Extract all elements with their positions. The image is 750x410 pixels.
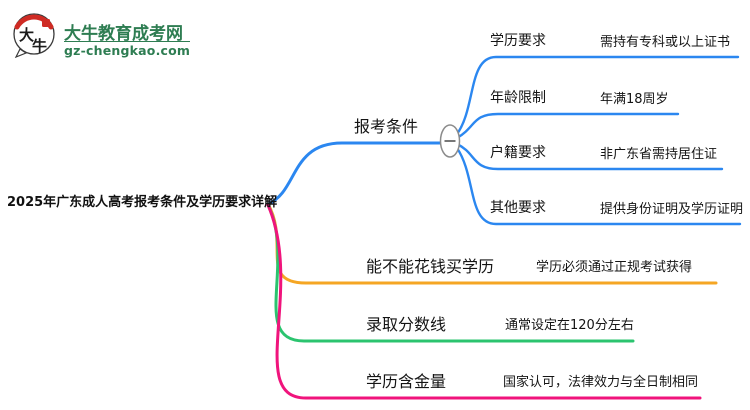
logo-seal (42, 19, 50, 27)
child-label-nianling-xianzhi: 年龄限制 (490, 90, 546, 106)
collapse-button[interactable] (439, 124, 461, 158)
bull-seal-logo-icon: 大 牛 (13, 13, 55, 59)
branch-label-baokao-tiaojian: 报考条件 (354, 117, 419, 136)
brand-name[interactable]: 大牛教育成考网 (64, 24, 183, 44)
child-label-huji-yaoqiu: 户籍要求 (490, 145, 546, 161)
branch-value-luqu-fenshuxian: 通常设定在120分左右 (505, 318, 634, 333)
connector-qita-yaoqiu (455, 146, 742, 226)
child-value-xueli-yaoqiu: 需持有专科或以上证书 (600, 35, 731, 50)
connector-baokao-tiaojian (266, 141, 442, 206)
child-value-huji-yaoqiu: 非广东省需持居住证 (600, 147, 718, 162)
branch-label-huaqian-xueli: 能不能花钱买学历 (366, 257, 495, 276)
branch-value-xueli-hanjinliang: 国家认可，法律效力与全日制相同 (503, 375, 699, 390)
site-logo[interactable]: 大 牛 (11, 12, 57, 62)
branch-label-luqu-fenshuxian: 录取分数线 (366, 315, 447, 334)
child-value-qita-yaoqiu: 提供身份证明及学历证明 (600, 202, 744, 217)
child-label-qita-yaoqiu: 其他要求 (490, 200, 546, 216)
branch-value-huaqian-xueli: 学历必须通过正规考试获得 (536, 260, 693, 275)
logo-char-2: 牛 (32, 37, 47, 55)
connector-xueli-hanjinliang (266, 203, 702, 400)
brand-url[interactable]: gz-chengkao.com (64, 41, 191, 58)
child-label-xueli-yaoqiu: 学历要求 (490, 33, 546, 49)
root-title: 2025年广东成人高考报考条件及学历要求详解 (7, 195, 278, 210)
logo-char-1: 大 (19, 26, 34, 44)
connector-huji-yaoqiu (455, 142, 724, 171)
connector-nianling-xianzhi (455, 112, 680, 140)
child-value-nianling-xianzhi: 年满18周岁 (600, 92, 669, 107)
connector-xueli-yaoqiu (455, 55, 740, 136)
branch-label-xueli-hanjinliang: 学历含金量 (366, 372, 447, 391)
